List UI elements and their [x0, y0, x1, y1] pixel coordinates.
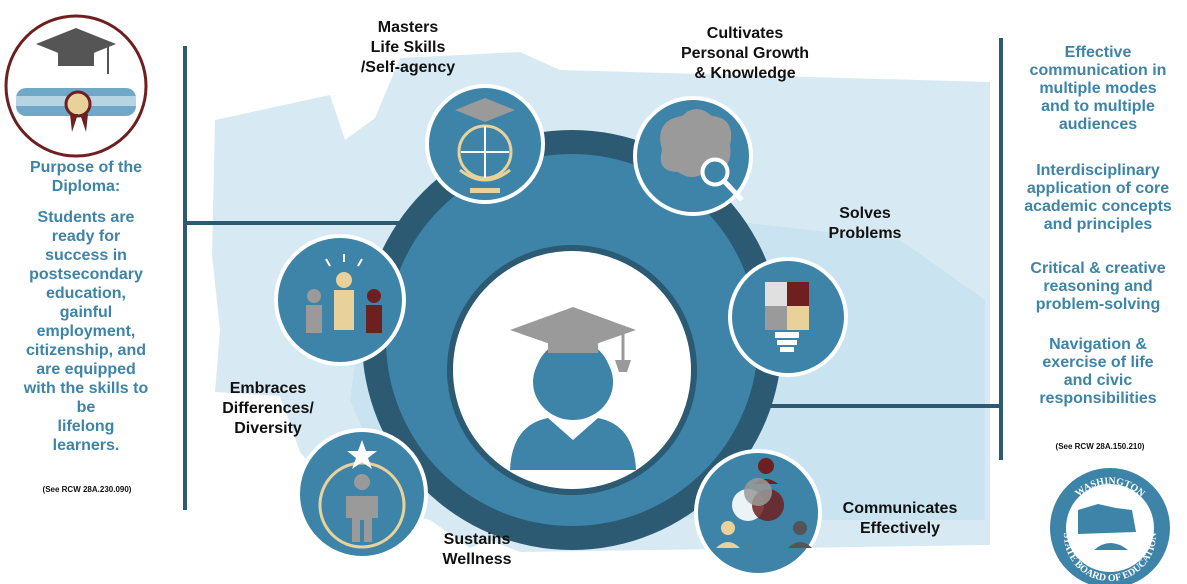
diploma-purpose-body: Students are ready for success in postse…: [23, 209, 149, 454]
outcome-label-cultivates-growth: Cultivates Personal Growth & Knowledge: [680, 25, 810, 82]
left-bracket: [183, 46, 418, 510]
diploma-graduation-cap-icon: [4, 14, 148, 158]
outcome-label-masters-life-skills: Masters Life Skills /Self-agency: [360, 19, 456, 76]
speech-bubbles-people-icon: [694, 449, 822, 577]
brain-magnifier-icon: [633, 96, 753, 216]
diverse-people-icon: [274, 234, 406, 366]
outcome-label-sustains-wellness: Sustains Wellness: [442, 531, 512, 568]
outcome-label-communicates-effectively: Communicates Effectively: [842, 500, 958, 537]
right-item-interdisciplinary: Interdisciplinary application of core ac…: [1024, 162, 1172, 233]
globe-graduation-cap-icon: [425, 84, 545, 204]
left-citation: (See RCW 28A.230.090): [42, 485, 132, 494]
outcome-label-solves-problems: Solves Problems: [828, 205, 902, 242]
right-citation: (See RCW 28A.150.210): [1055, 442, 1145, 451]
person-star-icon: [296, 428, 428, 560]
state-board-seal-icon: WASHINGTON STATE BOARD OF EDUCATION: [1050, 468, 1170, 584]
graduate-person-icon: [510, 307, 636, 470]
lightbulb-puzzle-icon: [728, 257, 848, 377]
right-bracket: [730, 38, 1003, 460]
right-item-critical-reasoning: Critical & creative reasoning and proble…: [1030, 260, 1166, 313]
right-item-navigation: Navigation & exercise of life and civic …: [1039, 336, 1157, 407]
diploma-purpose-heading: Purpose of the Diploma:: [29, 159, 142, 195]
right-item-communication: Effective communication in multiple mode…: [1029, 44, 1167, 133]
outcome-label-embraces-differences: Embraces Differences/ Diversity: [222, 380, 314, 437]
